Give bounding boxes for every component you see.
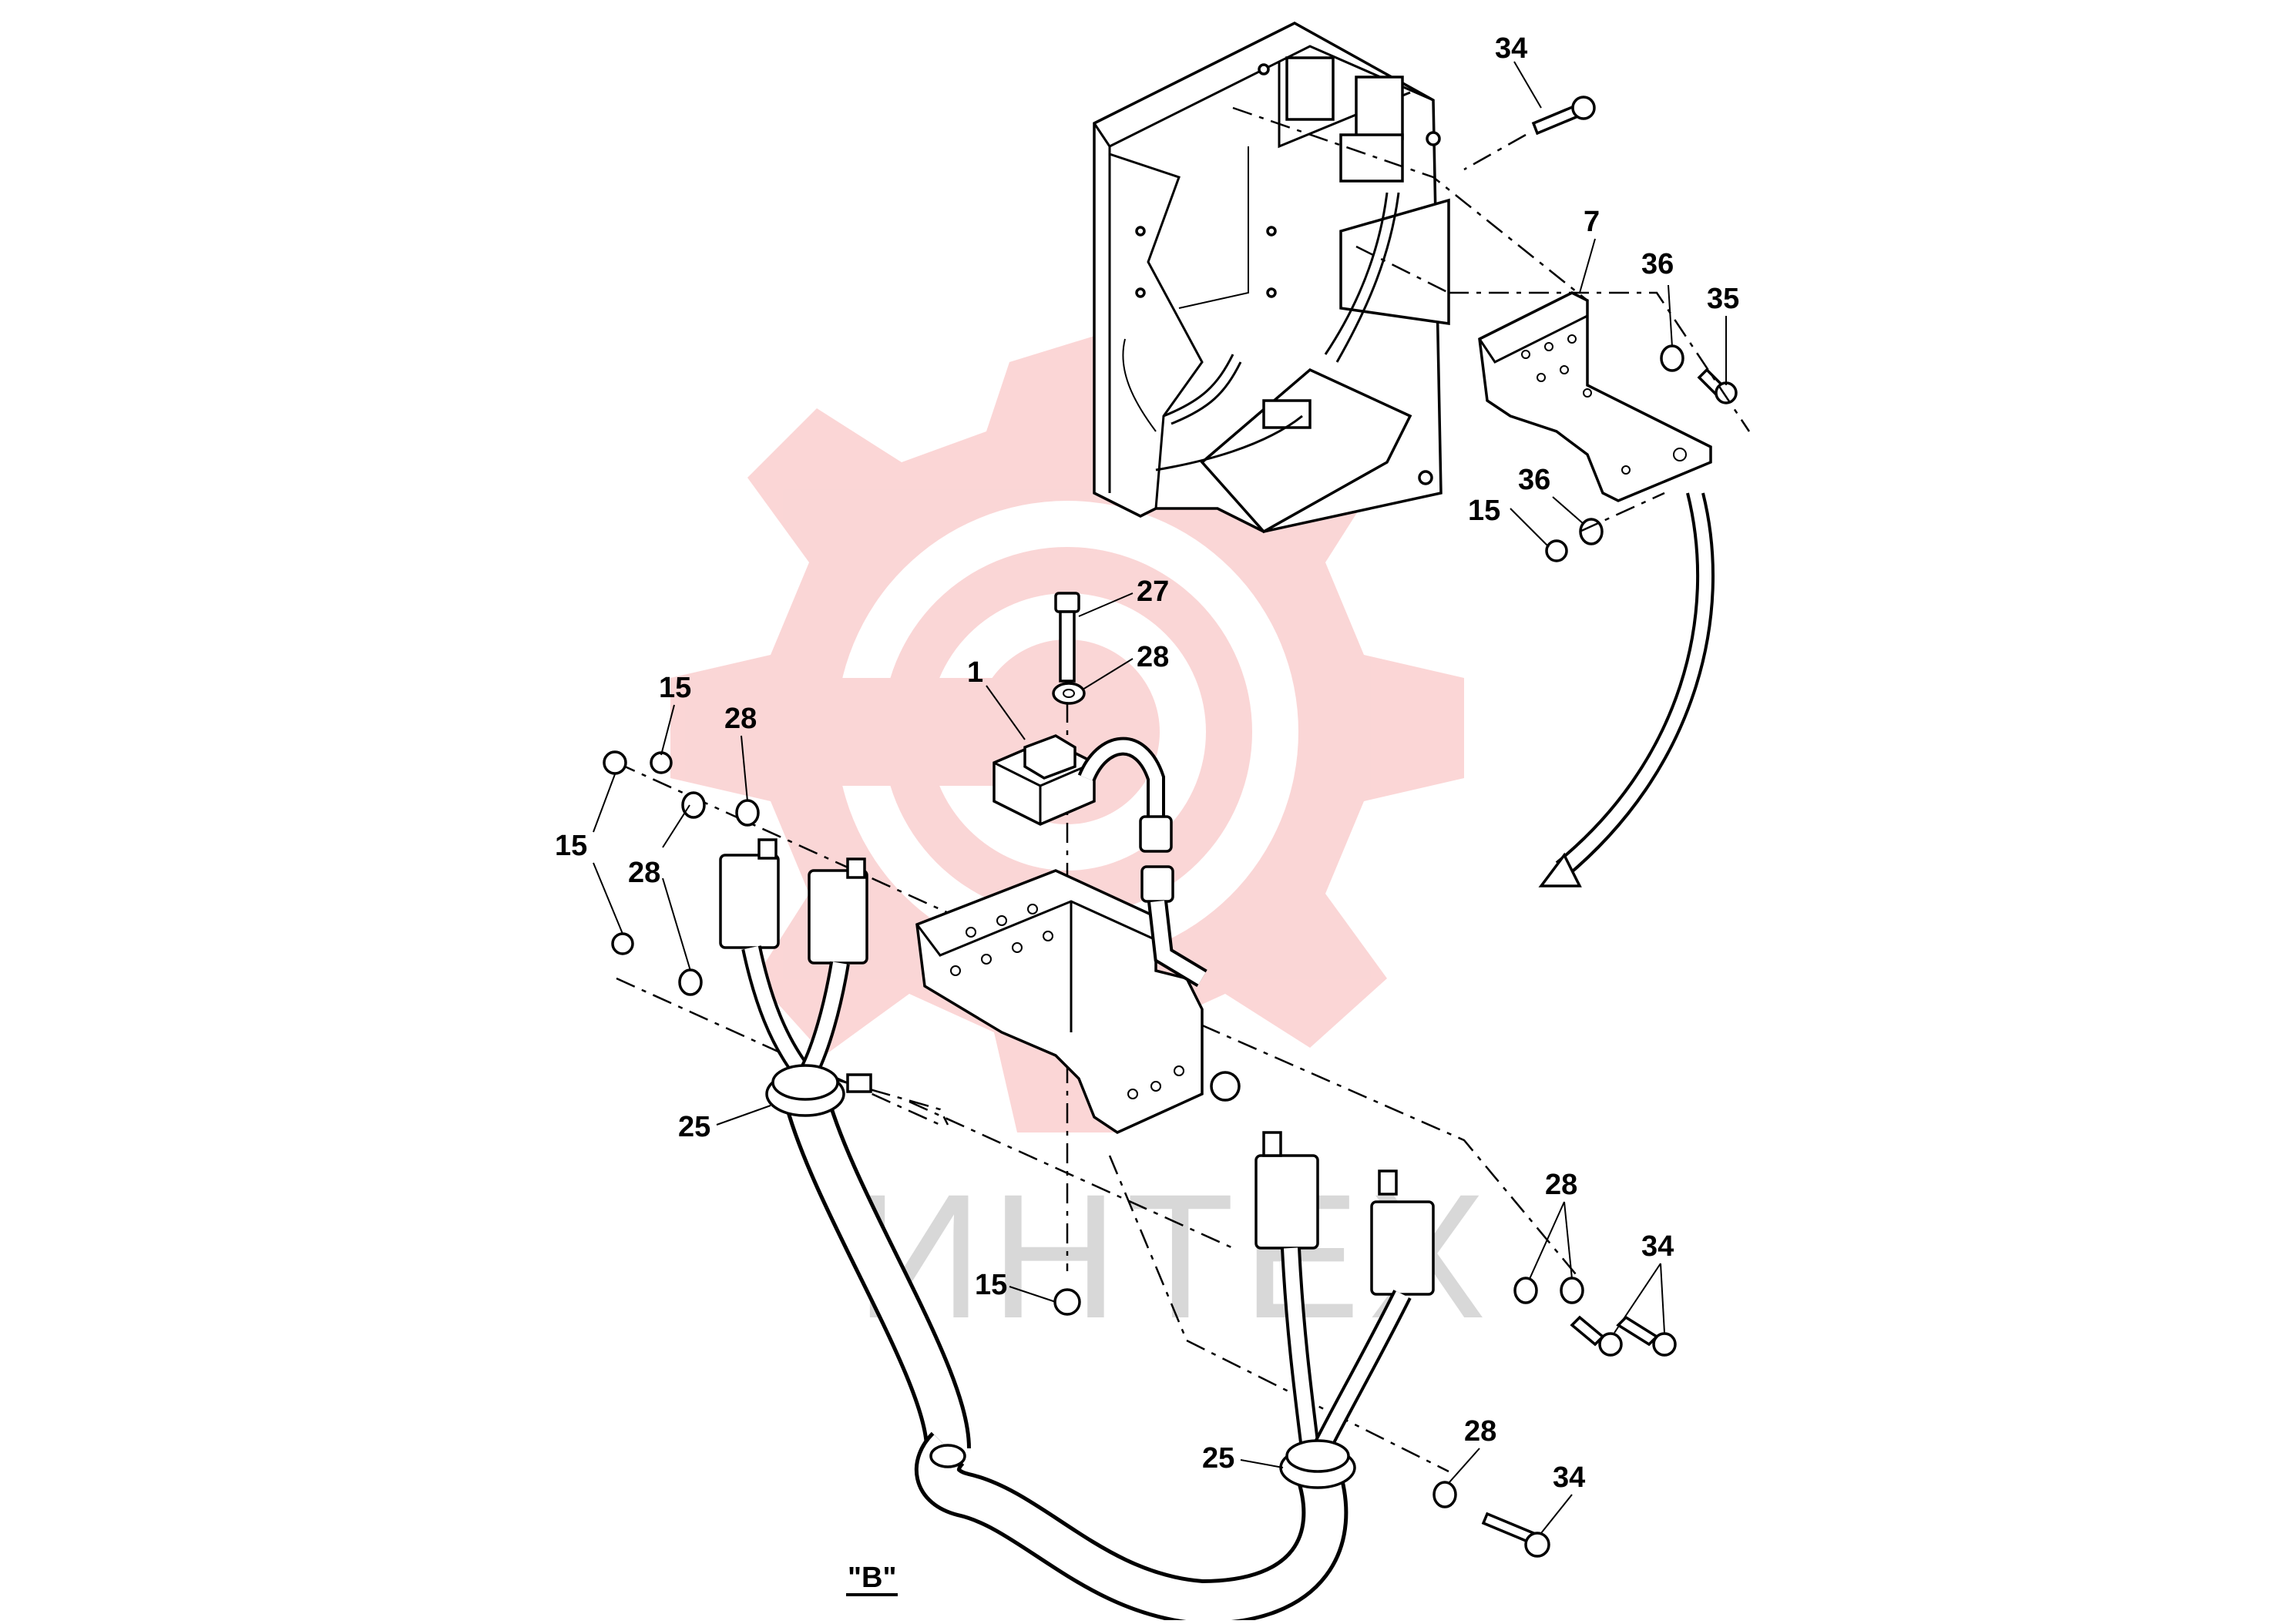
callout-36-a: 36 [1641, 248, 1674, 280]
callout-34-c: 34 [1553, 1461, 1585, 1494]
bracket-7 [1478, 291, 1712, 502]
view-label-text: "B" [848, 1562, 896, 1594]
callout-36-b: 36 [1518, 464, 1550, 496]
fasteners-upper [1531, 96, 1738, 562]
callout-27: 27 [1137, 575, 1169, 608]
callout-15-c: 15 [555, 830, 587, 862]
callout-15-d: 15 [975, 1269, 1007, 1301]
left-relays-harness [719, 838, 971, 1450]
callout-7: 7 [1584, 206, 1600, 238]
callouts: 34 7 36 35 36 15 27 28 1 15 28 15 28 25 … [555, 32, 1739, 1494]
callout-28-a: 28 [1137, 641, 1169, 673]
component-1-sensor [992, 734, 1207, 988]
callout-34-top: 34 [1495, 32, 1527, 65]
callout-28-b: 28 [724, 703, 757, 735]
callout-28-c: 28 [628, 857, 660, 889]
callout-34-b: 34 [1641, 1230, 1674, 1263]
view-label: "B" [846, 1562, 898, 1596]
callout-28-d: 28 [1545, 1169, 1577, 1201]
right-relays-harness [915, 1131, 1435, 1624]
callout-28-e: 28 [1464, 1415, 1496, 1448]
lower-mounting-bracket [915, 869, 1241, 1134]
callout-15-b: 15 [659, 672, 691, 704]
bolt-27 [1052, 592, 1086, 705]
alignment-lines [616, 106, 1751, 1473]
callout-1: 1 [967, 656, 983, 689]
callout-25-a: 25 [678, 1111, 710, 1143]
control-box-panel [1093, 22, 1450, 534]
fasteners-lower-right [1053, 1277, 1677, 1558]
leader-lines [593, 61, 1727, 1534]
rotation-arrow-icon [1538, 492, 1715, 887]
callout-35: 35 [1707, 283, 1739, 315]
callout-25-b: 25 [1202, 1442, 1234, 1475]
callout-15-a: 15 [1468, 495, 1500, 527]
